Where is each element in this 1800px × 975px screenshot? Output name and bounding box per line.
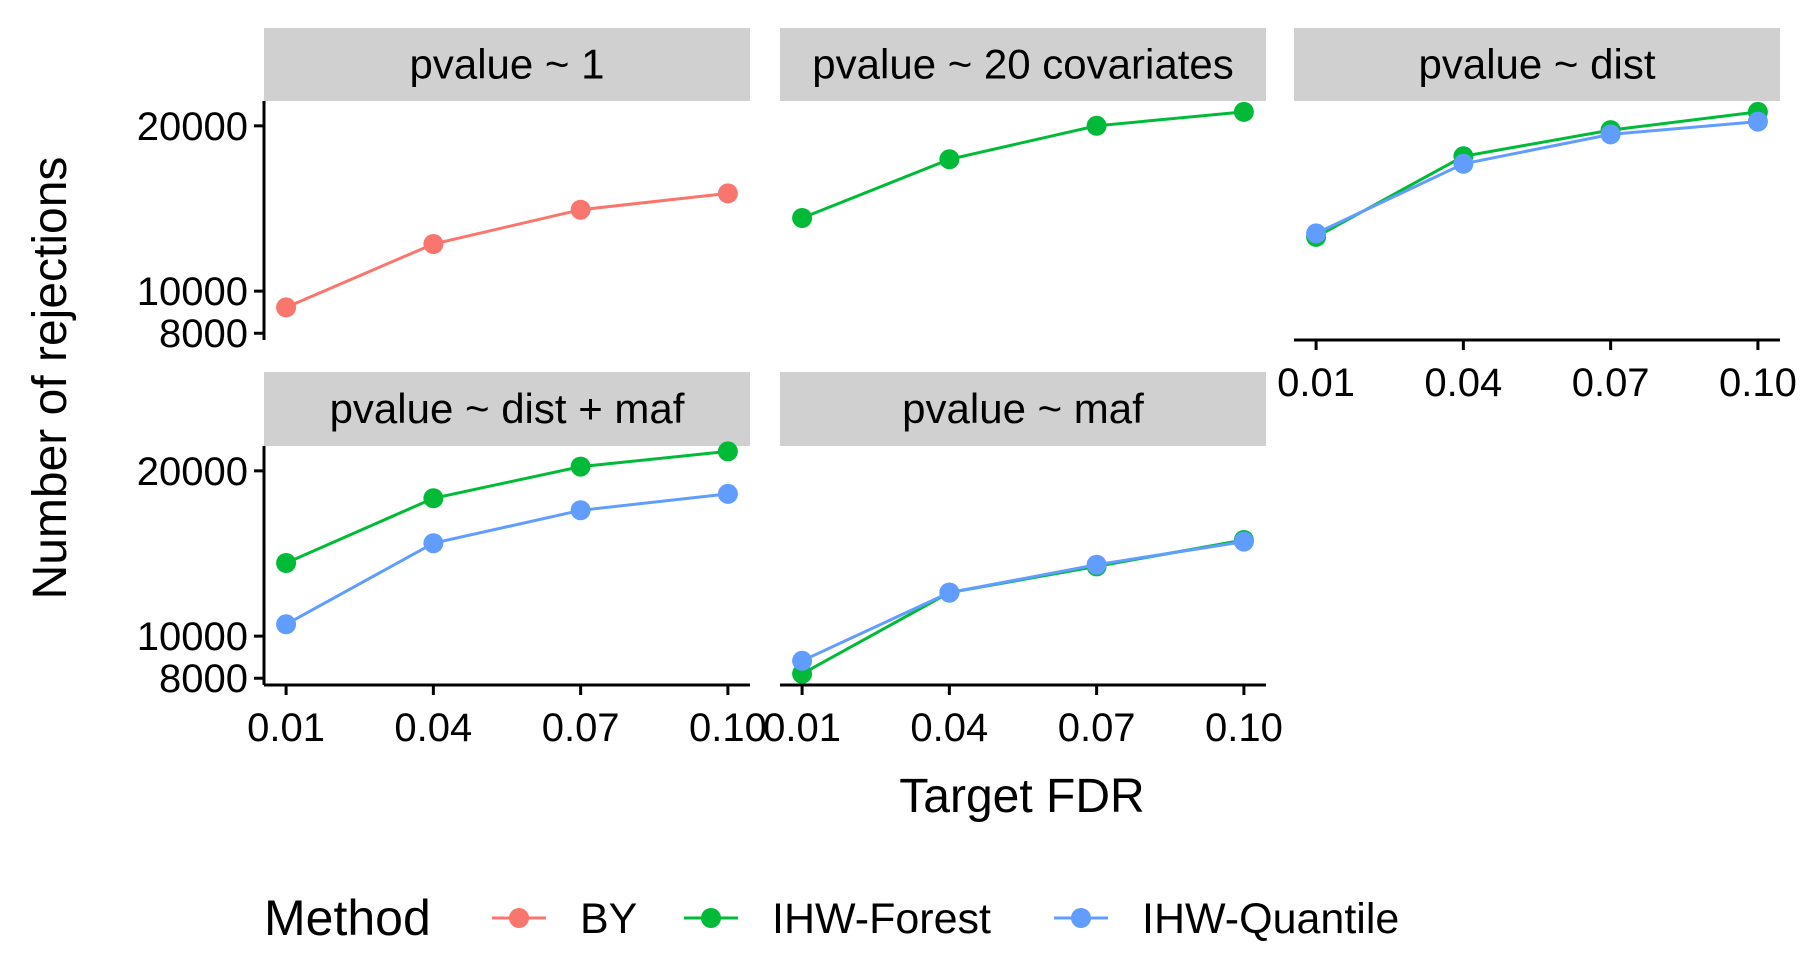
x-tick-label: 0.10 bbox=[1719, 361, 1797, 405]
series-line-ihw-quantile bbox=[801, 540, 1245, 663]
data-point-ihw-forest bbox=[939, 149, 960, 170]
data-point-by bbox=[276, 297, 297, 318]
facet-title: pvalue ~ maf bbox=[902, 385, 1144, 432]
x-axis-title: Target FDR bbox=[899, 770, 1144, 823]
series-line-ihw-quantile bbox=[1315, 120, 1759, 235]
x-tick-label: 0.01 bbox=[1277, 361, 1355, 405]
facet-title: pvalue ~ dist + maf bbox=[330, 385, 685, 432]
data-point-by bbox=[570, 199, 591, 220]
legend-key-point bbox=[1071, 908, 1091, 928]
legend-key-point bbox=[701, 908, 721, 928]
x-tick-label: 0.10 bbox=[689, 706, 767, 750]
data-point-ihw-quantile bbox=[423, 533, 444, 554]
x-tick-label: 0.07 bbox=[1058, 706, 1136, 750]
data-point-ihw-forest bbox=[570, 456, 591, 477]
x-tick-label: 0.07 bbox=[542, 706, 620, 750]
data-point-ihw-forest bbox=[1233, 101, 1254, 122]
legend-key-point bbox=[509, 908, 529, 928]
facet-strip bbox=[264, 372, 750, 446]
x-tick-label: 0.04 bbox=[394, 706, 472, 750]
facet-strip bbox=[780, 372, 1266, 446]
series-line-ihw-forest bbox=[801, 538, 1245, 676]
y-tick-label: 20000 bbox=[137, 105, 248, 149]
data-point-ihw-forest bbox=[423, 488, 444, 509]
data-point-ihw-forest bbox=[276, 553, 297, 573]
x-tick-label: 0.04 bbox=[1424, 361, 1502, 405]
data-point-by bbox=[717, 183, 738, 204]
data-point-ihw-forest bbox=[717, 441, 738, 462]
data-point-ihw-quantile bbox=[1306, 223, 1327, 244]
data-point-ihw-quantile bbox=[276, 614, 297, 635]
data-point-ihw-forest bbox=[792, 208, 813, 228]
data-point-ihw-quantile bbox=[1453, 153, 1474, 174]
y-axis-title: Number of rejections bbox=[24, 157, 77, 600]
facet-strip bbox=[1294, 28, 1780, 101]
y-tick-label: 8000 bbox=[159, 312, 248, 356]
y-tick-label: 10000 bbox=[137, 615, 248, 659]
data-point-ihw-quantile bbox=[717, 483, 738, 504]
data-point-ihw-quantile bbox=[1086, 554, 1107, 575]
series-line-ihw-forest bbox=[1315, 110, 1759, 239]
series-line-ihw-forest bbox=[801, 110, 1245, 220]
y-tick-label: 10000 bbox=[137, 270, 248, 314]
x-tick-label: 0.07 bbox=[1572, 361, 1650, 405]
data-point-ihw-quantile bbox=[939, 582, 960, 603]
x-tick-label: 0.01 bbox=[763, 706, 841, 750]
data-point-by bbox=[423, 234, 444, 254]
series-line-ihw-forest bbox=[285, 449, 729, 565]
facet-strip bbox=[780, 28, 1266, 101]
y-tick-label: 20000 bbox=[137, 450, 248, 494]
facet-title: pvalue ~ dist bbox=[1419, 41, 1656, 88]
data-point-ihw-quantile bbox=[570, 500, 591, 521]
data-point-ihw-quantile bbox=[1600, 124, 1621, 145]
legend-label: IHW-Forest bbox=[772, 895, 991, 943]
facet-title: pvalue ~ 1 bbox=[410, 41, 605, 88]
legend-label: BY bbox=[580, 895, 637, 943]
data-point-ihw-quantile bbox=[1233, 531, 1254, 552]
y-tick-label: 8000 bbox=[159, 657, 248, 701]
x-tick-label: 0.04 bbox=[910, 706, 988, 750]
facet-title: pvalue ~ 20 covariates bbox=[812, 41, 1233, 88]
series-line-by bbox=[285, 191, 729, 309]
data-point-ihw-quantile bbox=[1747, 111, 1768, 132]
data-point-ihw-quantile bbox=[792, 650, 813, 671]
x-tick-label: 0.10 bbox=[1205, 706, 1283, 750]
legend-title: Method bbox=[264, 890, 431, 946]
data-point-ihw-forest bbox=[1086, 115, 1107, 136]
x-tick-label: 0.01 bbox=[247, 706, 325, 750]
legend-label: IHW-Quantile bbox=[1142, 895, 1399, 943]
facet-strip bbox=[264, 28, 750, 101]
series-line-ihw-quantile bbox=[285, 492, 729, 626]
